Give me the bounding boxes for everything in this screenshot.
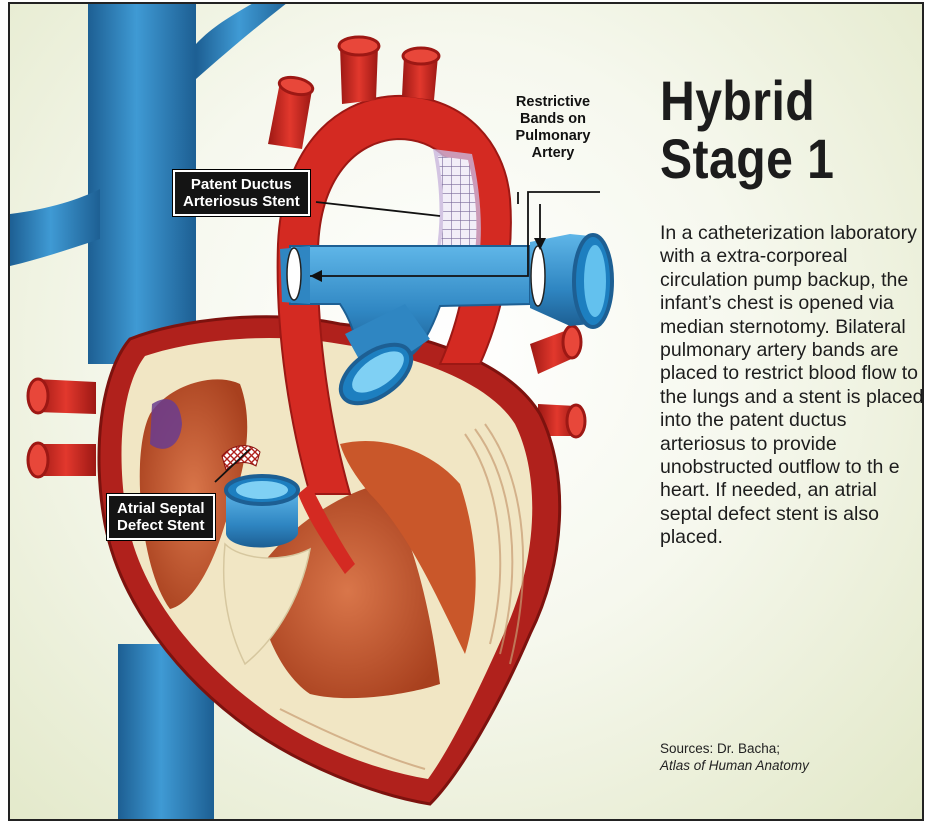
restrictive-bands-line-2: Bands on xyxy=(498,111,608,128)
pda-stent-line-1: Patent Ductus xyxy=(183,176,300,193)
page-title: Hybrid Stage 1 xyxy=(660,72,884,188)
right-pa-lumen xyxy=(584,245,606,317)
pulmonary-veins-left xyxy=(28,379,96,477)
asd-stent-line-2: Defect Stent xyxy=(117,517,205,534)
left-vein-branch xyxy=(10,189,100,266)
sources-book: Atlas of Human Anatomy xyxy=(660,757,920,774)
restrictive-bands-label: Restrictive Bands on Pulmonary Artery xyxy=(498,94,608,162)
right-pa-band-icon xyxy=(531,246,545,306)
description-text: In a catheterization laboratory with a e… xyxy=(660,222,924,550)
asd-stent-line-1: Atrial Septal xyxy=(117,500,205,517)
brachiocephalic-vein xyxy=(196,4,292,79)
pda-stent-callout: Patent Ductus Arteriosus Stent xyxy=(173,170,310,216)
infographic-frame: Restrictive Bands on Pulmonary Artery Pa… xyxy=(8,2,924,821)
pda-stent-line-2: Arteriosus Stent xyxy=(183,193,300,210)
restrictive-bands-line-1: Restrictive xyxy=(498,94,608,111)
left-pa-band-icon xyxy=(287,248,301,300)
valve-conduit xyxy=(226,476,298,548)
restrictive-bands-line-3: Pulmonary xyxy=(498,128,608,145)
title-line-2: Stage 1 xyxy=(660,130,884,188)
restrictive-bands-line-4: Artery xyxy=(498,145,608,162)
sources-prefix: Sources: Dr. Bacha; xyxy=(660,741,780,756)
sources-note: Sources: Dr. Bacha; Atlas of Human Anato… xyxy=(660,740,920,774)
title-line-1: Hybrid xyxy=(660,72,884,130)
asd-stent-callout: Atrial Septal Defect Stent xyxy=(107,494,215,540)
